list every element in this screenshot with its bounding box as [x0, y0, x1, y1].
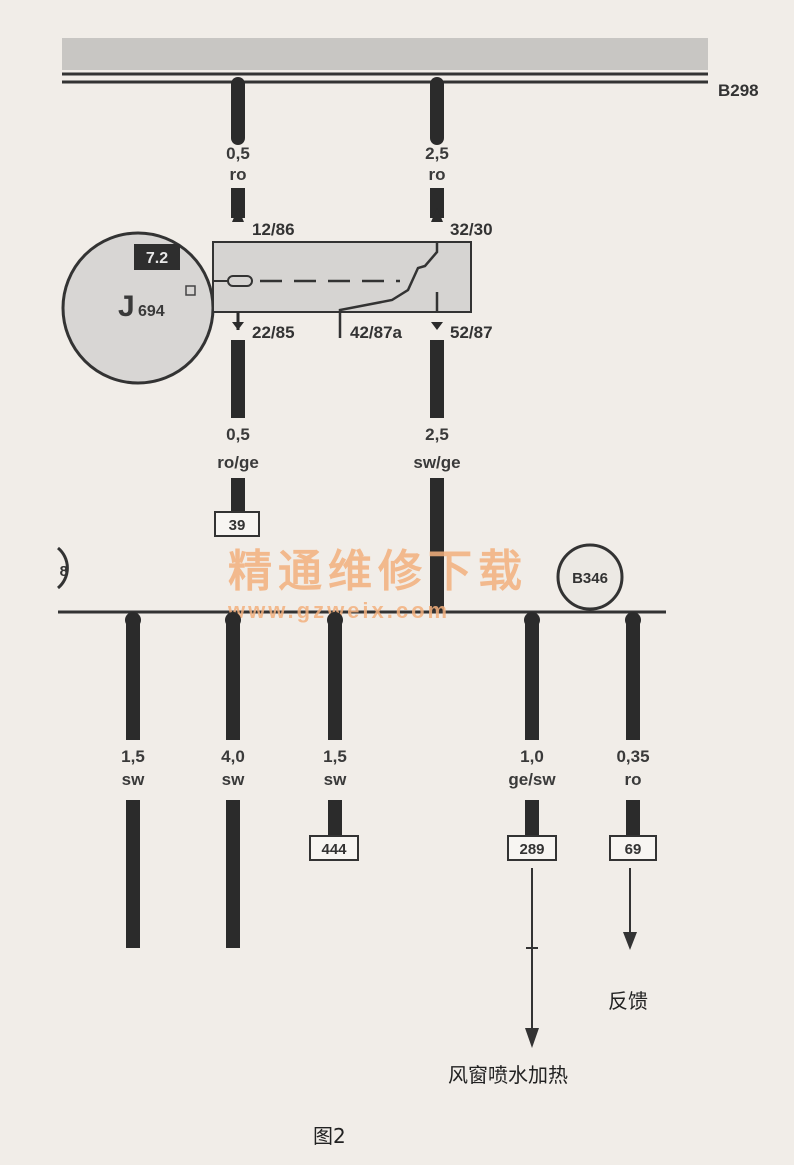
connector-box	[609, 835, 657, 861]
position-tag-box	[134, 244, 180, 270]
annotation-washer-heating: 风窗喷水加热	[448, 1063, 568, 1087]
wire-size-label: 1,0	[520, 747, 544, 766]
top-shaded-band	[62, 38, 708, 70]
square-icon	[185, 285, 196, 296]
connector-box	[214, 511, 260, 537]
wire-color-label: sw	[324, 770, 347, 789]
relay-box	[212, 241, 472, 313]
switch-contact	[338, 242, 439, 338]
arrow-down-icon	[623, 932, 637, 950]
relay-name-main: J	[118, 290, 135, 323]
watermark-text: 精通维修下载	[228, 546, 528, 597]
wire-size-label: 0,5	[226, 144, 250, 163]
wire-size-label: 2,5	[425, 144, 449, 163]
wire-size-label: 0,35	[616, 747, 649, 766]
relay-pin-label: 32/30	[450, 220, 493, 239]
wire-color-label: ro	[230, 165, 247, 184]
connector-label: 289	[519, 841, 544, 858]
wire-size-label: 2,5	[425, 425, 449, 444]
annotation-feedback: 反馈	[608, 989, 648, 1013]
relay-pin-label: 42/87a	[350, 323, 403, 342]
bus-top-label: B298	[718, 81, 759, 100]
wire-color-label: sw	[122, 770, 145, 789]
left-bus-marker	[56, 546, 69, 590]
connector-label: 39	[229, 517, 246, 534]
connector-label: 444	[321, 841, 347, 858]
wire-color-label: sw	[222, 770, 245, 789]
arrow-down-icon	[525, 1028, 539, 1048]
bus-marker-circle	[556, 543, 624, 611]
relay-pin-label: 12/86	[252, 220, 295, 239]
wire-color-label: ro/ge	[217, 453, 259, 472]
wire-size-label: 1,5	[121, 747, 145, 766]
position-tag: 7.2	[146, 250, 168, 267]
arrow-down-icon	[232, 322, 244, 330]
relay-name-sub: 694	[138, 303, 165, 320]
left-marker-label: 8	[60, 563, 68, 580]
wire-color-label: sw/ge	[413, 453, 460, 472]
arrow-up-icon	[431, 208, 443, 222]
right-marker-label: B346	[572, 570, 608, 587]
arrow-down-icon	[431, 322, 443, 330]
connector-label: 69	[625, 841, 642, 858]
connector-box	[309, 835, 359, 861]
wire-color-label: ro	[625, 770, 642, 789]
connector-box	[507, 835, 557, 861]
arrow-up-icon	[232, 208, 244, 222]
wire-color-label: ro	[429, 165, 446, 184]
relay-pin-label: 52/87	[450, 323, 493, 342]
wire-color-label: ge/sw	[508, 770, 556, 789]
wire-size-label: 0,5	[226, 425, 250, 444]
wire-size-label: 1,5	[323, 747, 347, 766]
figure-caption: 图2	[313, 1124, 346, 1148]
wire-size-label: 4,0	[221, 747, 245, 766]
relay-pin-label: 22/85	[252, 323, 295, 342]
